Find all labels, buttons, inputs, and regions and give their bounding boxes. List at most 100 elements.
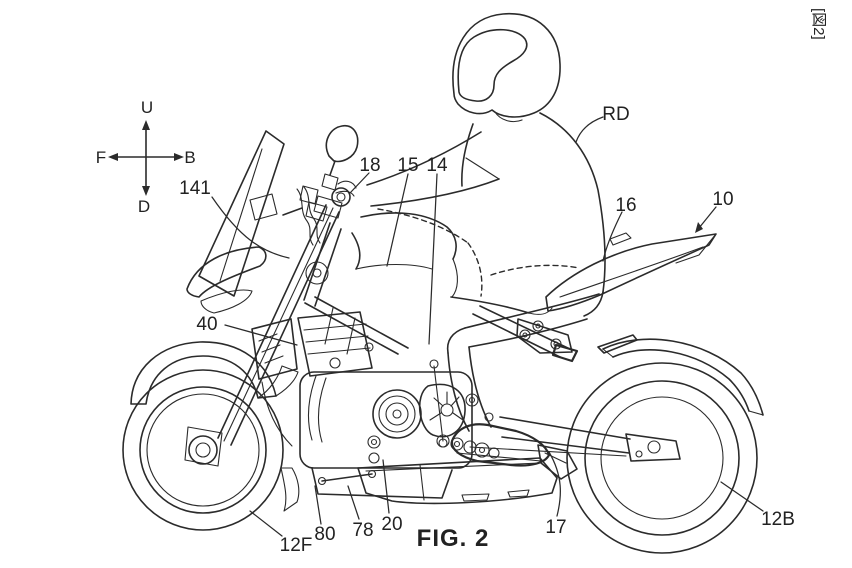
- rider-hand: [337, 180, 357, 189]
- tail-tab: [609, 232, 632, 246]
- front-wheel: [122, 369, 284, 531]
- leader-line-40: [224, 324, 298, 346]
- peg-bracket: [516, 318, 573, 354]
- exhaust-header: [308, 375, 317, 441]
- arrow-down-icon: [142, 186, 150, 196]
- muffler-box: [357, 457, 558, 505]
- hidden-line: [467, 242, 483, 297]
- compass-up-label: U: [141, 98, 153, 117]
- leader-line-20: [382, 459, 390, 514]
- leader-line-12b: [720, 481, 764, 512]
- leader-line-78: [347, 485, 360, 520]
- passenger-peg: [551, 343, 579, 363]
- thigh-top: [464, 293, 600, 329]
- reference-labels: 141 18 15 14 RD 16 10 40 12F 80 78 20 17…: [179, 104, 795, 556]
- fork-bottom-bracket: [184, 426, 223, 467]
- rider-hip: [583, 291, 604, 317]
- leader-line-18: [349, 172, 370, 194]
- seat-line: [450, 296, 530, 314]
- leader-line-16: [602, 211, 623, 262]
- oil-pan: [311, 467, 453, 499]
- rider-arm-top: [366, 131, 482, 186]
- brake-rod: [433, 365, 444, 442]
- figure-caption: FIG. 2: [417, 525, 490, 552]
- sleeve-hem: [465, 157, 500, 180]
- rider: [335, 13, 606, 467]
- muffler-vent: [507, 489, 530, 498]
- rider-back: [539, 112, 606, 293]
- fuel-tank: [351, 212, 458, 298]
- sprocket-cover: [418, 383, 466, 438]
- rider-arm-bottom: [370, 178, 500, 207]
- clutch-cover: [372, 389, 422, 439]
- helmet-visor: [457, 28, 528, 102]
- cylinder-block: [297, 311, 373, 377]
- front-tire-inner: [139, 386, 267, 514]
- subframe-footpeg: [472, 305, 579, 363]
- leader-line-17: [548, 451, 561, 517]
- document-figure-tag: [図2]: [810, 8, 827, 40]
- shin: [447, 352, 470, 432]
- arrowhead-10: [695, 222, 703, 233]
- rear-hugger: [597, 334, 764, 416]
- ref-label-10: 10: [712, 189, 733, 210]
- ref-label-rd: RD: [602, 104, 629, 125]
- boot-sole: [456, 452, 542, 462]
- rider-chest: [461, 123, 474, 187]
- front-fender: [130, 341, 299, 405]
- crankcase: [299, 371, 473, 469]
- handlebar-assembly: [282, 124, 359, 222]
- throttle-grip: [331, 187, 351, 207]
- rear-hub-plate: [625, 433, 681, 462]
- direction-compass: U D F B: [96, 98, 196, 216]
- ref-label-17: 17: [545, 517, 566, 538]
- rear-tire: [566, 362, 758, 554]
- brake-hose: [296, 188, 314, 246]
- leader-line-141: [211, 196, 290, 259]
- leader-lines: [211, 116, 764, 537]
- shift-rod: [321, 473, 373, 482]
- rear-tire-inner: [584, 380, 740, 536]
- mirror-stem: [329, 160, 336, 176]
- ref-label-16: 16: [615, 195, 636, 216]
- arrow-left-icon: [108, 153, 118, 161]
- leader-arrow-10: [698, 206, 717, 229]
- ref-label-15: 15: [397, 155, 418, 176]
- swingarm-drivetrain: [317, 416, 631, 486]
- beak-lower-blade: [200, 289, 253, 314]
- rear-rim: [600, 396, 724, 520]
- leader-line-14: [428, 173, 438, 345]
- leader-line-12f: [249, 510, 283, 537]
- compass-front-label: F: [96, 148, 106, 167]
- engine: [297, 311, 494, 499]
- ref-label-80: 80: [314, 524, 335, 545]
- leader-line-80: [314, 485, 322, 525]
- ref-label-20: 20: [381, 514, 402, 535]
- chin-strap: [494, 111, 523, 123]
- leader-line-rd: [575, 116, 604, 143]
- muffler-vent: [461, 493, 490, 502]
- ref-label-78: 78: [352, 520, 373, 541]
- front-axle: [195, 442, 211, 458]
- ref-label-40: 40: [196, 314, 217, 335]
- thigh-bottom: [468, 318, 588, 348]
- knee: [446, 327, 466, 354]
- mirror: [325, 124, 359, 163]
- front-tire: [122, 369, 284, 531]
- front-beak: [186, 246, 267, 298]
- ref-label-141: 141: [179, 178, 211, 199]
- compass-down-label: D: [138, 197, 150, 216]
- frame-trellis: [251, 222, 409, 512]
- windscreen: [198, 130, 285, 297]
- calf: [468, 346, 492, 428]
- hidden-line: [490, 264, 580, 276]
- radiator: [251, 318, 298, 380]
- leader-line-15: [386, 173, 409, 267]
- top-clamp: [313, 195, 343, 219]
- brake-lever: [282, 207, 303, 216]
- rear-wheel: [566, 362, 758, 554]
- front-hub: [188, 435, 218, 465]
- compass-back-label: B: [184, 148, 195, 167]
